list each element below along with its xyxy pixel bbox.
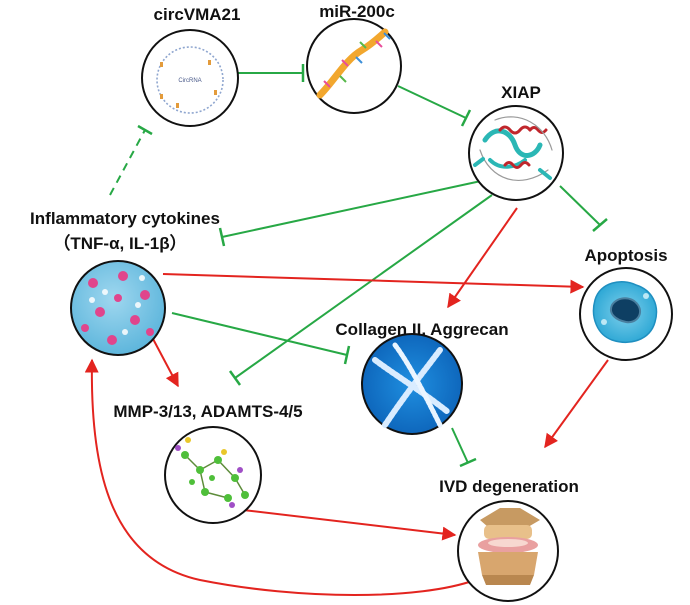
mmp-label: MMP-3/13, ADAMTS-4/5	[113, 402, 302, 421]
edge-apoptosis-promotes-ivd	[544, 359, 609, 449]
cytokines-label: Inflammatory cytokines	[30, 209, 220, 228]
node-apoptosis	[579, 267, 673, 361]
molecule-structure	[175, 437, 249, 508]
edge-cytokines-indirect-inhibits-circvma21	[109, 124, 153, 196]
edge-ivd-feedback-cytokines	[84, 358, 476, 596]
vertebra-illustration	[478, 508, 540, 585]
edge-xiap-inhibits-cytokines	[218, 180, 482, 247]
edge-xiap-promotes-collagen	[447, 207, 518, 309]
node-mmp	[164, 426, 262, 524]
collagen-label: Collagen II, Aggrecan	[335, 320, 508, 339]
node-xiap	[468, 105, 564, 201]
edge-xiap-inhibits-mmp	[228, 194, 493, 386]
circvma21-label: circVMA21	[154, 5, 241, 24]
edge-collagen-inhibits-ivd	[451, 427, 477, 468]
cytokines-sublabel: （TNF-α, IL-1β）	[53, 233, 186, 253]
edge-cytokines-promotes-apoptosis	[162, 273, 585, 294]
collagen-fibers	[372, 342, 451, 428]
circrna-ring	[156, 46, 224, 114]
edge-cytokines-inhibits-collagen	[171, 312, 351, 365]
mirna-strand	[316, 28, 389, 99]
node-ivd	[457, 500, 559, 602]
edge-circvma21-inhibits-mir200c	[238, 64, 305, 82]
ivd-label: IVD degeneration	[439, 477, 579, 496]
node-collagen	[361, 333, 463, 435]
xiap-label: XIAP	[501, 83, 541, 102]
node-mir200c	[306, 18, 402, 114]
mir200c-label: miR-200c	[319, 2, 395, 21]
node-cytokines	[70, 260, 166, 356]
edge-mmp-promotes-ivd	[242, 509, 457, 541]
edge-mir200c-inhibits-xiap	[397, 85, 472, 127]
circrna-inner-label: CircRNA	[178, 78, 201, 84]
edge-xiap-inhibits-apoptosis	[559, 185, 608, 232]
edge-cytokines-promotes-mmp	[151, 336, 179, 388]
apoptosis-label: Apoptosis	[584, 246, 667, 265]
protein-structure	[473, 116, 553, 181]
node-circvma21: CircRNA	[141, 29, 239, 127]
